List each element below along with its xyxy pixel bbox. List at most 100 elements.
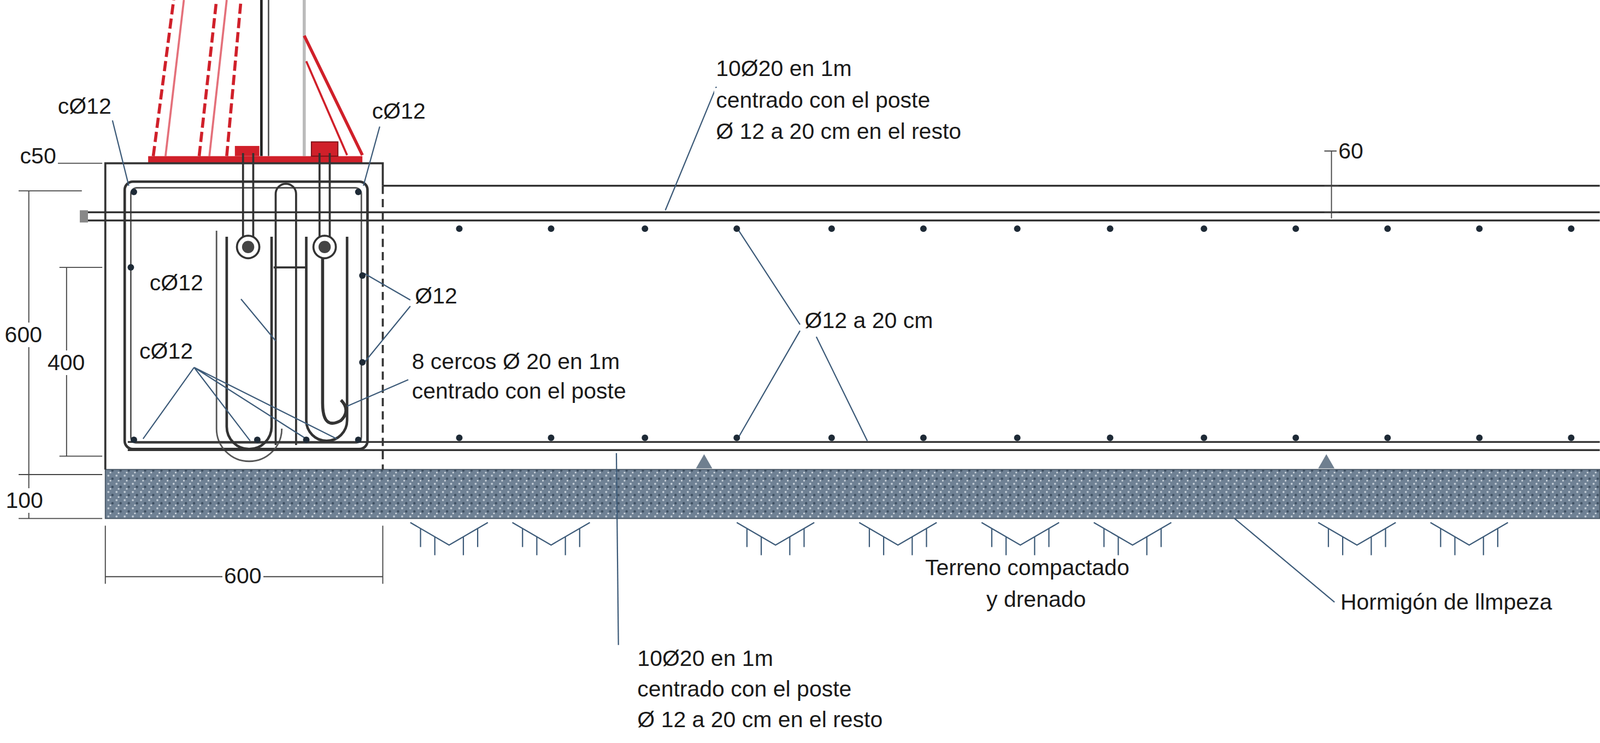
rebar-section — [828, 225, 835, 232]
central-bar — [273, 266, 307, 269]
ground-hatch — [434, 536, 436, 556]
leader-line — [665, 86, 717, 211]
leader-line — [364, 273, 411, 362]
post-brace — [306, 61, 347, 156]
top-rebar — [81, 212, 1600, 221]
drawing-label: 600 — [3, 322, 44, 347]
ground-hatch — [1370, 536, 1372, 556]
post-brace — [304, 35, 363, 155]
leader-line — [363, 126, 380, 186]
ground-hatch — [1318, 522, 1396, 545]
rebar-section — [456, 225, 463, 232]
leader-line — [616, 453, 619, 645]
anchor-bolt — [243, 153, 331, 245]
ground-hatch — [477, 528, 479, 547]
drawing-label: 600 — [222, 563, 263, 588]
ground-hatch — [1093, 522, 1172, 556]
ground-hatch — [1342, 536, 1344, 556]
rebar-section — [254, 436, 261, 444]
leader-line — [112, 120, 129, 186]
ground-hatch — [746, 528, 748, 547]
ground-hatch — [410, 522, 488, 556]
drawing-label: Ø 12 a 20 cm en el resto — [714, 119, 963, 144]
ground-hatch — [565, 536, 567, 556]
leader-line — [738, 230, 868, 441]
ground-hatch — [512, 522, 591, 556]
rebar-section — [1014, 225, 1021, 232]
lean-concrete — [105, 469, 1600, 519]
rebar-section — [1107, 434, 1114, 441]
rebar-section — [920, 434, 927, 441]
drawing-label: y drenado — [984, 586, 1088, 612]
ground-hatch — [512, 522, 591, 545]
drawing-label: c50 — [18, 143, 58, 169]
ground-hatch — [1318, 522, 1396, 556]
rebar-section — [1567, 225, 1575, 232]
bottom-rebar — [127, 441, 1600, 450]
ground-hatch — [991, 528, 993, 547]
rebar-section — [920, 225, 927, 232]
drawing-label: 60 — [1336, 138, 1366, 164]
ground-hatch — [1497, 528, 1499, 547]
rebar-section — [641, 225, 649, 232]
ground-hatch — [462, 536, 464, 556]
rebar-section — [1200, 434, 1208, 441]
rebar-section — [1292, 434, 1299, 441]
post-lattice — [209, 0, 227, 157]
post-lattice — [226, 0, 241, 157]
drawing-label: 400 — [45, 350, 87, 375]
rebar-section — [548, 434, 555, 441]
rebar-section — [359, 272, 366, 279]
ground-hatch — [1093, 522, 1172, 545]
ground-hatch — [1454, 536, 1456, 556]
rebar-section — [1292, 225, 1299, 232]
rebar-section — [127, 263, 134, 271]
anchor-bolt-end — [318, 240, 331, 254]
inner-stirrup — [226, 236, 272, 449]
ground-hatch — [1430, 522, 1509, 556]
anchor-bolt-end — [242, 240, 255, 254]
drawing-label: 10Ø20 en 1m — [714, 56, 854, 81]
ground-hatch — [536, 536, 538, 556]
leader-line — [143, 367, 338, 441]
inner-stirrup — [216, 230, 282, 462]
stirrup — [130, 187, 362, 443]
ground-hatch — [760, 536, 762, 556]
anchor-bolt-end — [237, 235, 260, 258]
bolt-nut — [234, 145, 260, 157]
footing-joint — [381, 185, 385, 470]
ground-hatch — [1117, 536, 1119, 556]
drawing-label: 100 — [3, 487, 45, 513]
ground-hatch — [911, 536, 913, 556]
bolt-nut — [311, 141, 339, 156]
post-lattice — [153, 0, 174, 157]
ground-hatch — [410, 522, 488, 545]
drawing-label: Ø12 — [413, 283, 460, 309]
ground-hatch — [981, 522, 1060, 556]
drawing-label: cØ12 — [137, 338, 195, 364]
leader-line — [346, 379, 409, 407]
ground-hatch — [803, 528, 805, 547]
ground-hatch — [859, 522, 937, 556]
hook-bar — [322, 255, 346, 423]
inner-stirrup — [306, 236, 347, 441]
slab-top — [382, 184, 1600, 187]
drawing-label: centrado con el poste — [410, 378, 628, 404]
ground-hatch — [789, 536, 791, 556]
ground-hatch — [579, 528, 581, 547]
ground-hatch — [925, 528, 927, 547]
leader-line — [1234, 518, 1335, 602]
rebar-section — [355, 188, 362, 196]
drawing-label: cØ12 — [148, 270, 205, 296]
ground-hatch — [868, 528, 870, 547]
drawing-label: 10Ø20 en 1m — [635, 645, 775, 671]
ground-hatch — [883, 536, 885, 556]
ground-hatch — [1005, 536, 1007, 556]
drawing-label: cØ12 — [56, 93, 114, 119]
ground-hatch — [736, 522, 815, 545]
rebar-section — [130, 436, 138, 444]
post-lattice — [165, 0, 185, 157]
rebar-section — [303, 436, 310, 444]
rebar-section — [456, 434, 463, 441]
